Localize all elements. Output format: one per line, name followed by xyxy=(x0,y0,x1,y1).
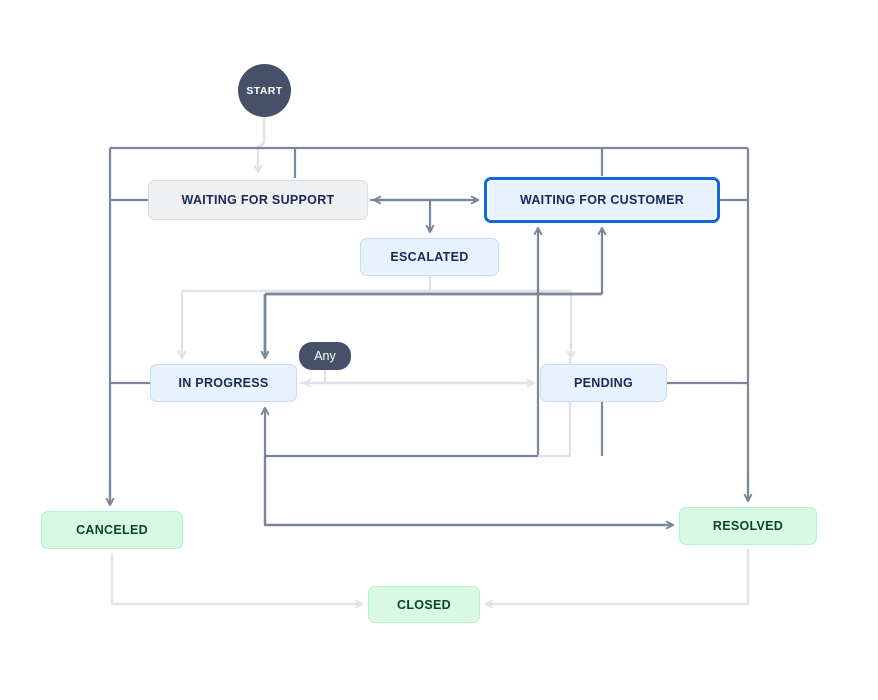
node-resolved[interactable]: RESOLVED xyxy=(679,507,817,545)
node-waiting-for-customer[interactable]: WAITING FOR CUSTOMER xyxy=(484,177,720,223)
edge-canceled-to-closed xyxy=(110,553,364,609)
node-in-progress[interactable]: IN PROGRESS xyxy=(150,364,297,402)
edge-mid-trunk-to-resolved xyxy=(263,456,675,530)
node-closed-label: CLOSED xyxy=(397,597,451,612)
badge-any-label: Any xyxy=(314,349,336,363)
node-waiting-for-support-label: WAITING FOR SUPPORT xyxy=(181,193,335,207)
node-start-label: START xyxy=(246,84,283,97)
edge-resolved-to-closed xyxy=(484,549,750,609)
node-escalated-label: ESCALATED xyxy=(390,250,469,264)
node-canceled[interactable]: CANCELED xyxy=(41,511,183,549)
node-closed[interactable]: CLOSED xyxy=(368,586,480,623)
node-resolved-label: RESOLVED xyxy=(712,519,784,533)
edge-start-to-waiting-for-support xyxy=(253,118,266,174)
node-pending-label: PENDING xyxy=(573,376,634,390)
node-pending[interactable]: PENDING xyxy=(540,364,667,402)
node-waiting-for-customer-label: WAITING FOR CUSTOMER xyxy=(519,193,685,207)
node-in-progress-label: IN PROGRESS xyxy=(178,376,269,390)
node-start[interactable]: START xyxy=(238,64,291,117)
node-waiting-for-support[interactable]: WAITING FOR SUPPORT xyxy=(148,180,368,220)
node-canceled-label: CANCELED xyxy=(76,523,148,537)
node-escalated[interactable]: ESCALATED xyxy=(360,238,499,276)
badge-any[interactable]: Any xyxy=(299,342,351,370)
